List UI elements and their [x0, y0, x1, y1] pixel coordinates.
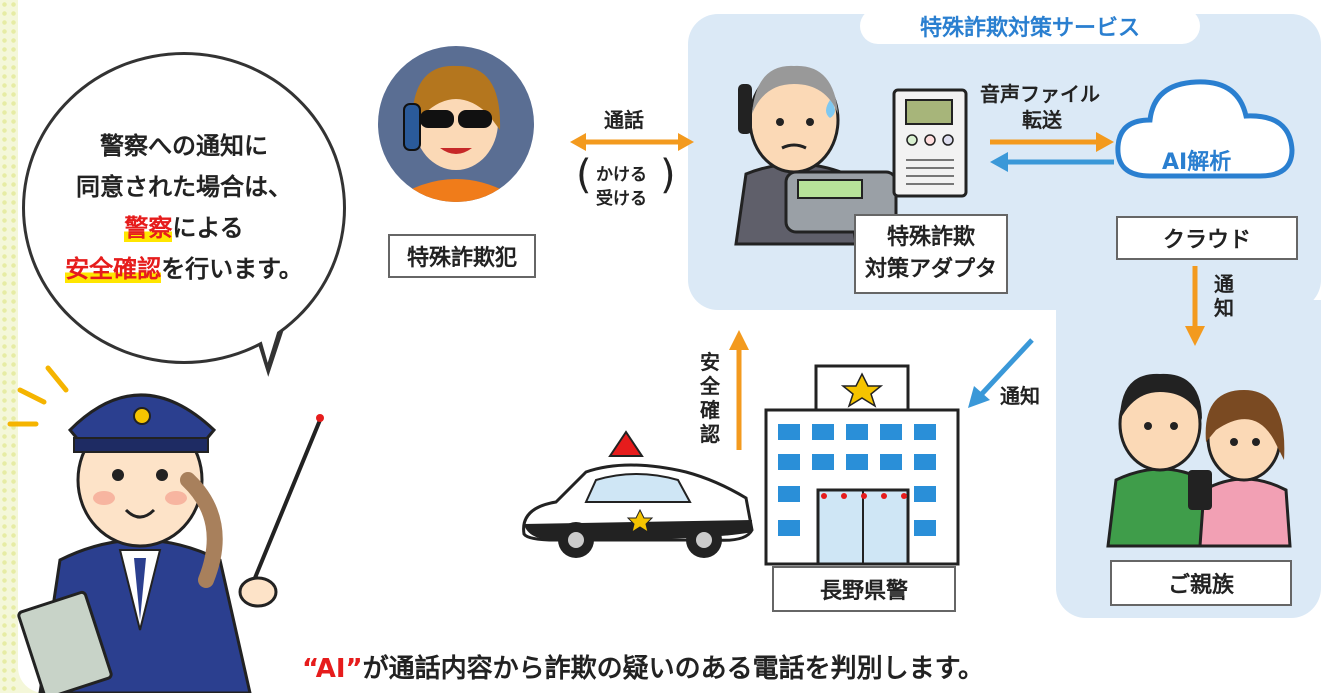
- bubble-line-1: 警察への通知に: [100, 132, 268, 160]
- call-paren: (: [576, 152, 592, 198]
- adapter-label: 特殊詐欺 対策アダプタ: [854, 214, 1008, 294]
- patrol-car-illustration: [522, 430, 754, 558]
- bubble-line-4-rest: を行います。: [161, 255, 303, 283]
- bubble-line-4: 安全確認を行います。: [65, 249, 303, 290]
- elderly-person-illustration: [734, 65, 898, 246]
- call-sub-2: 受ける: [596, 189, 647, 209]
- bottom-caption: “AI”が通話内容から詐欺の疑いのある電話を判別します。: [302, 648, 984, 685]
- service-tab-title: 特殊詐欺対策サービス: [860, 8, 1200, 44]
- call-label: 通話: [604, 108, 644, 132]
- notify-family-label: 通知: [1214, 272, 1234, 320]
- call-paren-right: ): [660, 152, 676, 198]
- police-officer-illustration: [7, 365, 324, 693]
- audio-transfer-arrows: [990, 132, 1114, 172]
- fraudster-illustration: [378, 46, 534, 202]
- police-label: 長野県警: [772, 566, 956, 612]
- speech-bubble: 警察への通知に 同意された場合は、 警察による 安全確認を行います。: [22, 52, 346, 364]
- call-sub-1: かける: [596, 165, 647, 185]
- safety-check-label: 安全確認: [700, 350, 720, 446]
- bubble-line-2: 同意された場合は、: [76, 173, 292, 201]
- bubble-highlight-police: 警察: [124, 214, 173, 242]
- bubble-line-3-rest: による: [172, 214, 244, 242]
- caption-rest: が通話内容から詐欺の疑いのある電話を判別します。: [362, 654, 985, 684]
- adapter-label-line-2: 対策アダプタ: [864, 257, 997, 282]
- adapter-device-icon: [892, 88, 968, 198]
- bubble-highlight-safety: 安全確認: [65, 255, 162, 283]
- adapter-label-line-1: 特殊詐欺: [886, 225, 975, 250]
- notify-police-arrow: [968, 338, 1034, 408]
- police-station-illustration: [764, 364, 960, 566]
- cloud-ai-label: AI解析: [1162, 150, 1232, 175]
- bubble-line-3: 警察による: [124, 208, 244, 249]
- notify-police-label: 通知: [1000, 384, 1040, 408]
- family-illustration: [1106, 373, 1292, 548]
- dotted-border: [0, 0, 18, 693]
- notify-family-arrow: [1185, 266, 1205, 346]
- safety-check-arrow: [729, 330, 749, 450]
- cloud-label: クラウド: [1116, 216, 1298, 260]
- fraudster-label: 特殊詐欺犯: [388, 234, 536, 278]
- cloud-icon: [1115, 79, 1295, 179]
- audio-label-line-2: 転送: [1022, 108, 1062, 132]
- caption-ai: “AI”: [302, 654, 363, 684]
- call-arrow: [570, 133, 694, 151]
- family-label: ご親族: [1110, 560, 1292, 606]
- audio-label-line-1: 音声ファイル: [980, 82, 1100, 106]
